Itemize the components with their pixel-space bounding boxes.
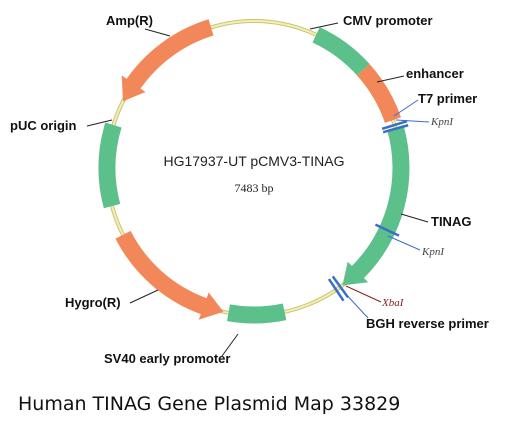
site-marker-kpni-1 [382, 124, 409, 134]
leader-enhancer [376, 75, 405, 83]
leader-kpni-2 [387, 235, 421, 251]
feature-tinag [342, 125, 410, 286]
feature-puc-origin [98, 122, 122, 209]
label-tinag: TINAG [431, 214, 471, 229]
label-xbai: XbaI [381, 297, 405, 309]
leader-puc-origin [86, 119, 113, 127]
site-marker-xbai [327, 278, 345, 302]
leader-amp-r [144, 28, 171, 37]
plasmid-name: HG17937-UT pCMV3-TINAG [163, 153, 344, 169]
plasmid-size: 7483 bp [235, 181, 274, 195]
leader-cmv-promoter [309, 22, 339, 30]
figure-caption: Human TINAG Gene Plasmid Map 33829 [18, 393, 400, 415]
site-marker-t7-primer [381, 120, 408, 131]
leader-tinag [400, 213, 429, 223]
leader-bgh-reverse-primer [341, 289, 369, 319]
label-bgh-reverse-primer: BGH reverse primer [366, 316, 489, 331]
feature-amp-r [121, 19, 214, 102]
label-cmv-promoter: CMV promoter [343, 13, 433, 28]
leader-hygro-r [129, 289, 159, 304]
feature-sv40-early-promoter [227, 303, 287, 324]
feature-enhancer [356, 63, 402, 123]
leader-t7-primer [393, 99, 419, 117]
leader-kpni-1 [395, 119, 430, 123]
label-t7-primer: T7 primer [418, 91, 477, 106]
leader-sv40-early-promoter [221, 333, 239, 357]
features-layer [98, 19, 410, 324]
label-puc-origin: pUC origin [10, 118, 76, 133]
label-hygro-r: Hygro(R) [65, 295, 121, 310]
feature-cmv-promoter [312, 27, 370, 76]
label-amp-r: Amp(R) [106, 13, 153, 28]
site-marker-kpni-2 [374, 223, 400, 237]
leader-xbai [345, 285, 382, 303]
label-enhancer: enhancer [406, 66, 464, 81]
label-sv40-early-promoter: SV40 early promoter [104, 351, 230, 366]
label-kpni-2: KpnI [421, 246, 445, 258]
feature-hygro-r [115, 230, 224, 320]
label-kpni-1: KpnI [430, 116, 454, 128]
